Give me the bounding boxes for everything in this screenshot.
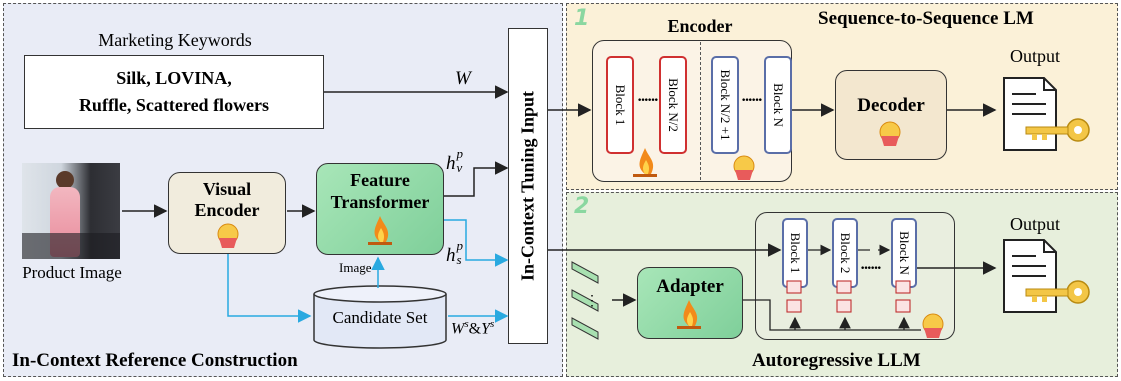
seq2seq-title: Sequence-to-Sequence LM <box>818 8 1034 29</box>
tuning-input-label: In-Context Tuning Input <box>517 90 538 282</box>
decoder-label: Decoder <box>857 95 925 116</box>
keywords-line-1: Silk, LOVINA, <box>116 68 232 88</box>
llm-block-n-label: Block N <box>897 231 912 275</box>
keywords-line-2: Ruffle, Scattered flowers <box>78 95 270 115</box>
product-image-label: Product Image <box>22 263 122 282</box>
left-panel-title: In-Context Reference Construction <box>12 350 298 371</box>
llm-block-2: Block 2 <box>832 218 858 288</box>
encoder-block-n2-label: Block N/2 <box>666 78 681 132</box>
encoder-label: Encoder <box>667 16 733 36</box>
candidate-set-cylinder <box>313 285 447 349</box>
feature-transformer-line-2: Transformer <box>330 192 430 212</box>
encoder-block-1: Block 1 <box>606 56 634 154</box>
encoder-block-n: Block N <box>764 56 792 154</box>
tuning-input-bar: In-Context Tuning Input <box>508 28 548 344</box>
output-label-top: Output <box>1010 46 1061 66</box>
encoder-dots-left: ······ <box>637 92 659 109</box>
decoder-box: Decoder <box>835 70 947 160</box>
llm-dots: ······ <box>860 260 882 277</box>
variant-number-1: 1 <box>574 6 590 31</box>
feature-transformer-line-1: Feature <box>350 170 410 190</box>
adapter-box: Adapter <box>637 267 743 339</box>
encoder-block-n2-plus-1: Block N/2 +1 <box>711 56 739 154</box>
variant-number-2: 2 <box>574 194 590 219</box>
llm-block-1: Block 1 <box>782 218 808 288</box>
encoder-block-1-label: Block 1 <box>613 84 628 126</box>
w-label: W <box>455 68 471 89</box>
keywords-box: Silk, LOVINA, Ruffle, Scattered flowers <box>24 55 324 129</box>
product-image <box>22 163 120 259</box>
adapter-label: Adapter <box>656 276 724 297</box>
encoder-divider <box>700 42 701 180</box>
encoder-block-n-label: Block N <box>771 83 786 127</box>
feature-transformer-box: Feature Transformer <box>316 163 444 255</box>
llm-block-2-label: Block 2 <box>838 232 853 274</box>
encoder-block-n2-plus-1-label: Block N/2 +1 <box>718 69 733 141</box>
encoder-block-n2: Block N/2 <box>659 56 687 154</box>
llm-block-n: Block N <box>891 218 917 288</box>
marketing-keywords-label: Marketing Keywords <box>98 30 252 50</box>
llm-block-1-label: Block 1 <box>788 232 803 274</box>
output-label-bottom: Output <box>1010 214 1061 234</box>
visual-encoder-box: Visual Encoder <box>168 172 286 254</box>
image-label: Image <box>339 260 372 275</box>
visual-encoder-line-2: Encoder <box>194 200 260 220</box>
visual-encoder-line-1: Visual <box>202 179 252 199</box>
autoregressive-title: Autoregressive LLM <box>752 350 921 371</box>
encoder-dots-right: ······ <box>741 92 763 109</box>
candidate-set-label: Candidate Set <box>332 308 428 327</box>
ws-ys-label: Ws&Ys <box>451 318 495 338</box>
